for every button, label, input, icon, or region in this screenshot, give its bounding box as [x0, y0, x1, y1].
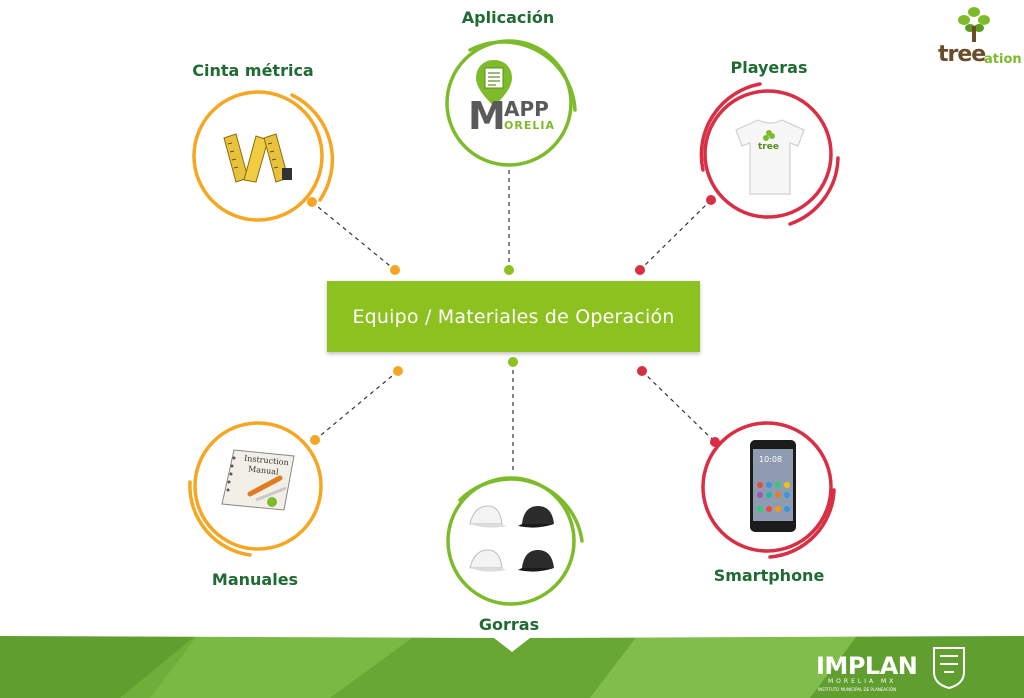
dot-aplicacion-inner [504, 265, 514, 275]
dot-smartphone-inner [637, 366, 647, 376]
connector-cinta [311, 201, 396, 271]
phone-clock: 10:08 [759, 455, 783, 464]
map-pin-icon [476, 60, 512, 106]
mapp-orelia: ORELIA [504, 119, 555, 132]
smartphone-icon: 10:08 [749, 439, 797, 533]
brand-part1: tree [938, 42, 986, 67]
mapp-m: M [468, 94, 506, 138]
instruction-manual-icon: Instruction Manual [220, 448, 300, 514]
cap-white-2 [469, 549, 506, 572]
footer-band: IMPLAN MORELIA MX INSTITUTO MUNICIPAL DE… [0, 632, 1024, 698]
municipal-seal-icon [933, 647, 965, 690]
t-shirt-icon: tree [730, 116, 810, 196]
label-smartphone: Smartphone [713, 566, 825, 585]
implan-logo-text: IMPLAN [816, 652, 918, 680]
label-playeras: Playeras [730, 58, 808, 77]
implan-description: INSTITUTO MUNICIPAL DE PLANEACIÓN [818, 687, 897, 692]
measuring-tape-icon [223, 133, 292, 183]
implan-subtitle: MORELIA MX [828, 678, 897, 685]
cap-white-1 [469, 505, 506, 528]
shirt-print-text: tree [758, 142, 779, 152]
cap-black-2 [518, 550, 554, 572]
dot-gorras-inner [508, 357, 518, 367]
dot-manuales-inner [393, 366, 403, 376]
cap-black-1 [518, 506, 554, 528]
label-manuales: Manuales [211, 570, 299, 589]
label-aplicacion: Aplicación [461, 8, 555, 27]
dot-cinta-outer [307, 197, 317, 207]
center-title: Equipo / Materiales de Operación [352, 305, 675, 328]
mapp-morelia-logo: M APP ORELIA [466, 58, 558, 138]
connector-manuales [314, 370, 399, 441]
label-cinta: Cinta métrica [192, 61, 314, 80]
center-title-box: Equipo / Materiales de Operación [327, 281, 700, 352]
mapp-app: APP [504, 97, 549, 121]
caps-icon [469, 505, 554, 572]
label-gorras: Gorras [478, 615, 540, 634]
brand-part2: ation [984, 52, 1022, 67]
connector-smartphone [641, 370, 716, 443]
treeation-logo: tree ation [938, 4, 1022, 76]
dot-manuales-outer [310, 435, 320, 445]
connector-playeras [639, 199, 712, 271]
dot-playeras-outer [706, 195, 716, 205]
dot-cinta-inner [390, 265, 400, 275]
dot-playeras-inner [635, 265, 645, 275]
tree-icon [958, 7, 990, 42]
